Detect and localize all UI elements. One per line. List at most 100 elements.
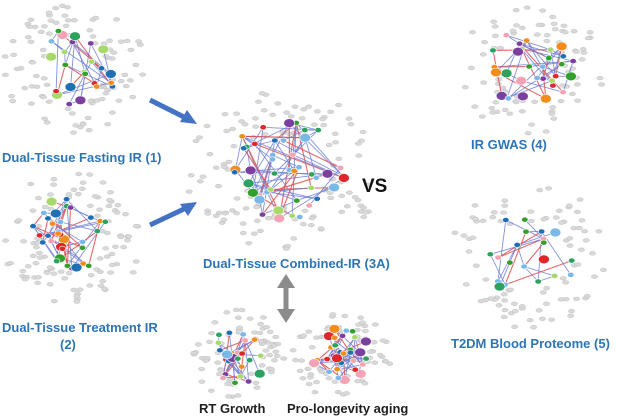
- gene-node-colored: [506, 259, 514, 266]
- gene-node-gray: [46, 265, 54, 270]
- gene-node-gray: [45, 10, 53, 15]
- gene-node-colored: [246, 357, 254, 363]
- gene-node-gray: [122, 83, 130, 89]
- gene-node-gray: [467, 65, 475, 70]
- gene-node-gray: [101, 286, 109, 291]
- gene-node-gray: [558, 220, 565, 225]
- network-edge: [521, 48, 554, 86]
- gene-node-colored: [502, 32, 510, 39]
- gene-node-gray: [233, 111, 241, 116]
- gene-node-gray: [299, 376, 307, 381]
- gene-node-gray: [549, 14, 557, 19]
- gene-node-colored: [44, 215, 52, 222]
- gene-node-colored: [273, 213, 286, 224]
- gene-node-gray: [198, 366, 206, 372]
- gene-node-colored: [107, 79, 115, 86]
- gene-node-gray: [64, 18, 72, 23]
- gene-node-gray: [87, 98, 95, 104]
- gene-node-gray: [40, 76, 48, 81]
- gene-node-gray: [304, 366, 312, 372]
- gene-node-colored: [93, 228, 101, 234]
- gene-node-gray: [376, 352, 384, 358]
- gene-node-gray: [112, 244, 119, 249]
- gene-node-colored: [238, 350, 246, 357]
- gene-node-gray: [107, 190, 114, 195]
- gene-node-gray: [242, 206, 250, 211]
- gene-node-gray: [488, 105, 496, 111]
- network-edge: [523, 266, 539, 282]
- gene-node-gray: [301, 208, 309, 213]
- gene-node-gray: [47, 18, 55, 23]
- gene-node-gray: [267, 370, 275, 375]
- gene-node-gray: [282, 246, 290, 251]
- gene-node-colored: [40, 210, 48, 216]
- gene-node-colored: [267, 186, 275, 193]
- gene-node-gray: [472, 216, 479, 222]
- gene-node-gray: [589, 251, 596, 256]
- gene-node-gray: [540, 217, 548, 222]
- gene-node-gray: [46, 282, 54, 287]
- gene-node-gray: [262, 348, 270, 353]
- gene-node-gray: [386, 361, 394, 366]
- gene-node-gray: [104, 122, 112, 127]
- gene-node-colored: [54, 28, 63, 34]
- gene-node-gray: [124, 238, 131, 243]
- gene-node-colored: [242, 178, 255, 189]
- gene-node-gray: [1, 54, 9, 59]
- gene-node-colored: [513, 241, 521, 248]
- gene-node-gray: [579, 47, 587, 52]
- gene-node-colored: [533, 75, 541, 81]
- gene-node-colored: [78, 238, 87, 245]
- gene-node-gray: [217, 367, 225, 373]
- label-treatment-ir: Dual-Tissue Treatment IR: [2, 320, 158, 335]
- gene-node-colored: [54, 230, 62, 237]
- gene-node-colored: [74, 95, 87, 106]
- gene-node-gray: [70, 187, 78, 192]
- gene-node-colored: [53, 258, 61, 264]
- gene-node-gray: [480, 80, 488, 85]
- gene-node-gray: [477, 299, 485, 304]
- network-edge: [292, 122, 297, 155]
- gene-node-gray: [50, 182, 57, 187]
- gene-node-gray: [591, 274, 598, 279]
- gene-node-colored: [66, 204, 75, 211]
- gene-node-gray: [62, 23, 70, 28]
- gene-node-gray: [285, 131, 293, 136]
- network-edge: [252, 187, 312, 194]
- gene-node-colored: [258, 211, 267, 218]
- gene-node-colored: [234, 355, 242, 362]
- gene-node-gray: [325, 142, 333, 148]
- gene-node-gray: [208, 331, 216, 336]
- gene-node-colored: [87, 214, 95, 221]
- arrow-treatment-to-combined: [148, 202, 197, 228]
- gene-node-gray: [247, 371, 255, 376]
- gene-node-colored: [279, 137, 288, 144]
- gene-node-gray: [299, 222, 307, 227]
- network-edge: [243, 147, 272, 190]
- gene-node-gray: [533, 32, 541, 37]
- gene-node-gray: [43, 270, 51, 275]
- gene-node-colored: [259, 124, 267, 131]
- gene-node-gray: [586, 30, 594, 35]
- gene-node-gray: [539, 290, 547, 295]
- gene-node-gray: [229, 126, 237, 132]
- gene-node-colored: [283, 118, 296, 128]
- gene-node-gray: [96, 207, 103, 212]
- gene-node-gray: [298, 358, 305, 363]
- gene-node-gray: [539, 316, 546, 321]
- gene-node-gray: [40, 95, 47, 100]
- gene-node-gray: [194, 342, 202, 347]
- gene-node-gray: [196, 179, 204, 184]
- network-edge: [234, 136, 243, 170]
- gene-node-colored: [534, 278, 542, 285]
- gene-node-gray: [581, 229, 588, 234]
- network-edge: [66, 207, 72, 266]
- gene-node-gray: [115, 98, 123, 103]
- gene-node-gray: [256, 228, 264, 233]
- gene-node-gray: [221, 112, 229, 117]
- gene-node-colored: [321, 169, 334, 179]
- gene-node-gray: [65, 192, 73, 197]
- gene-node-gray: [578, 218, 586, 223]
- gene-node-gray: [462, 282, 470, 287]
